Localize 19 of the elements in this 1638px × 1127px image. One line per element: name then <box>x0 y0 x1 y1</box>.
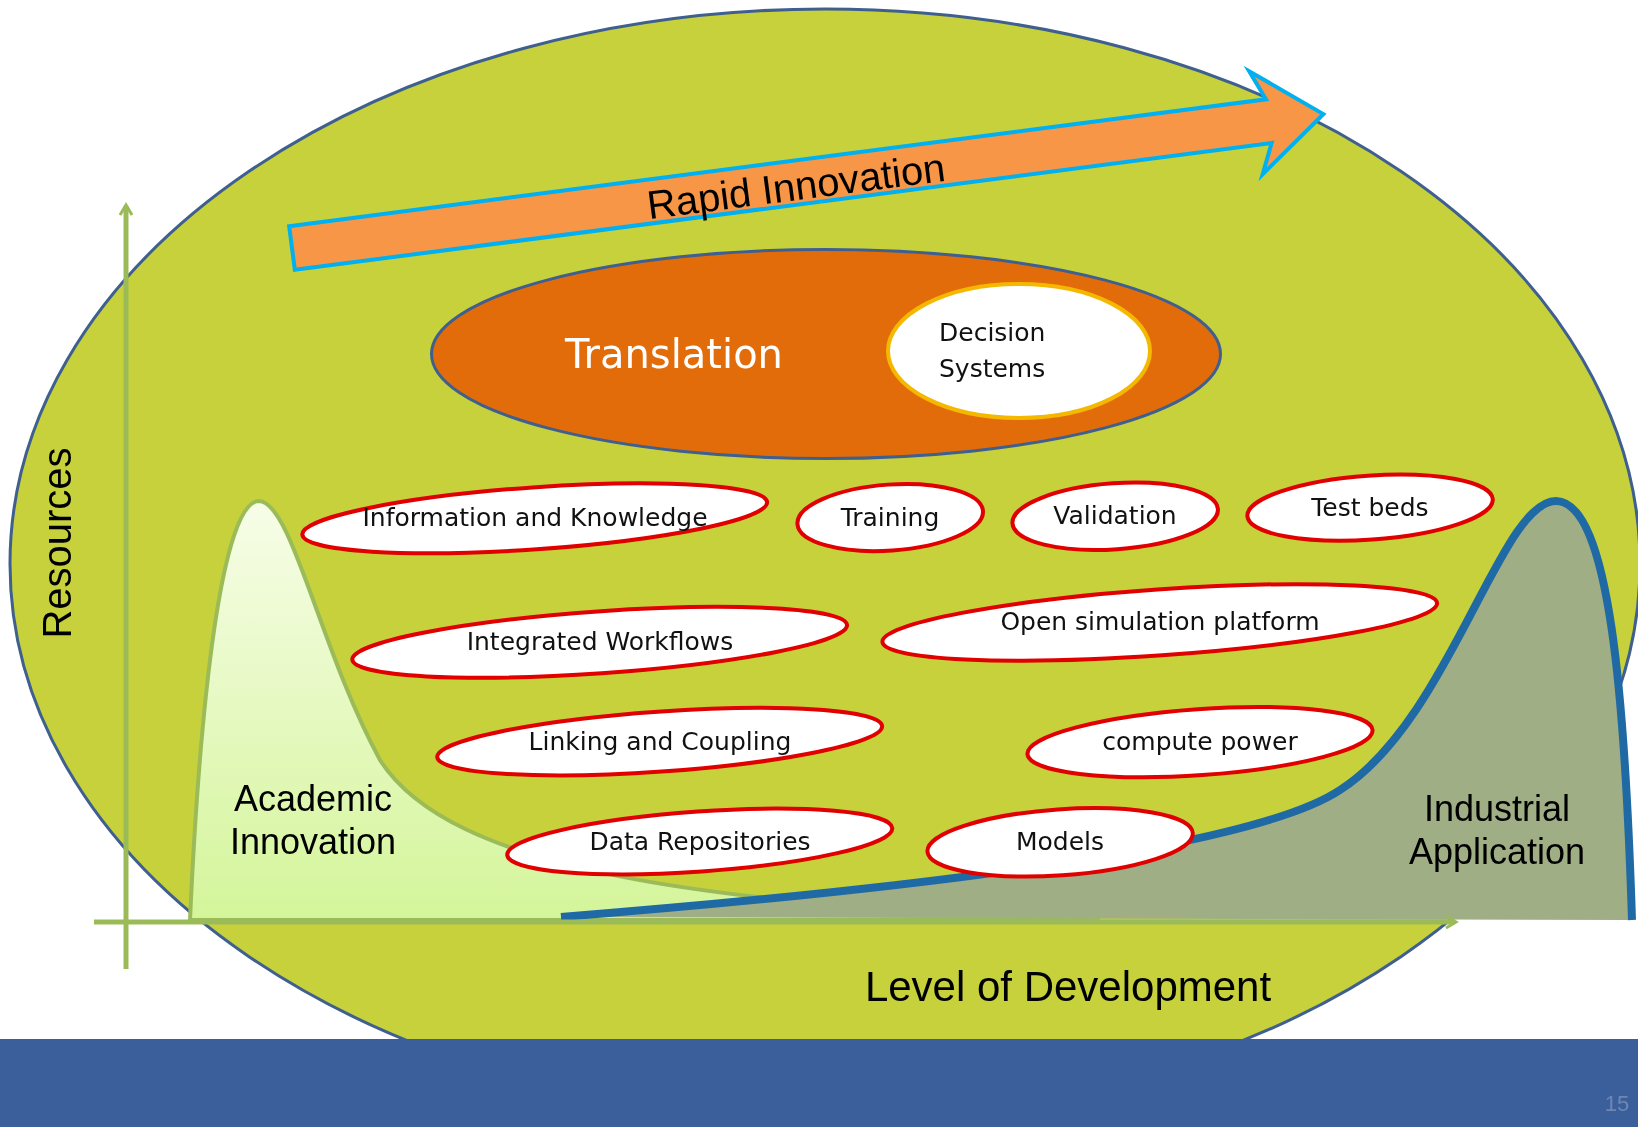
large-oval <box>886 282 1152 420</box>
node-label: Validation <box>1053 499 1177 532</box>
node-label: Open simulation platform <box>1000 605 1320 638</box>
node-label: Data Repositories <box>589 825 811 858</box>
node-label: Translation <box>565 330 783 379</box>
axis-label: Level of Development <box>864 961 1272 1012</box>
node-label: Decision Systems <box>939 316 1047 385</box>
node-label: Linking and Coupling <box>528 725 792 758</box>
region-label: Industrial Application <box>1407 786 1587 874</box>
axis-label: Resources <box>34 447 80 639</box>
node-label: Training <box>840 501 940 534</box>
region-label: Academic Innovation <box>228 776 398 864</box>
arrow-label: Rapid Innovation <box>644 143 948 230</box>
node-label: Integrated Workflows <box>466 625 734 658</box>
node-label: Test beds <box>1311 491 1429 524</box>
node-label: compute power <box>1102 725 1298 758</box>
node-label: Models <box>1015 825 1105 858</box>
node-label: Information and Knowledge <box>362 501 708 534</box>
large-oval <box>430 248 1222 460</box>
